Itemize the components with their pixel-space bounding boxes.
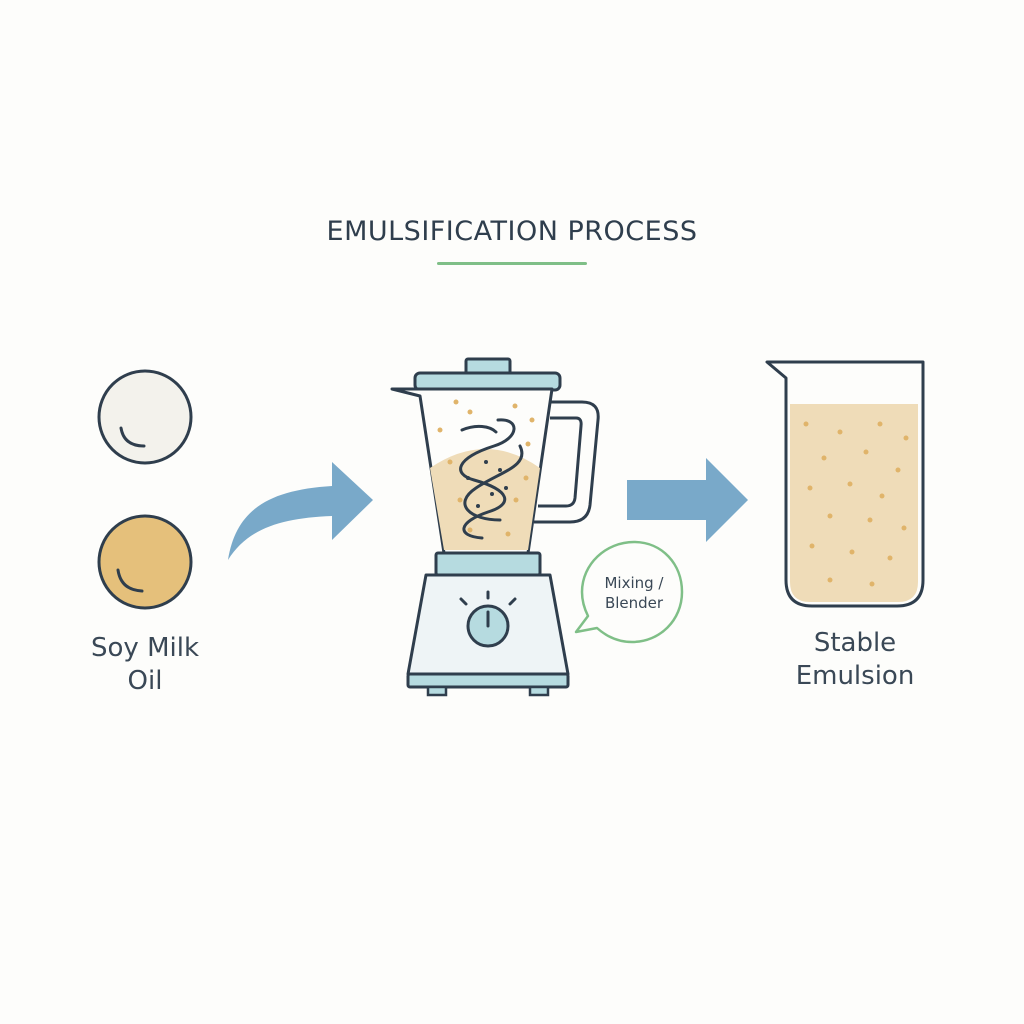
mixer-bubble-text: Mixing / Blender xyxy=(585,573,683,613)
oil-circle-icon xyxy=(97,514,193,610)
oil-label: Oil xyxy=(127,666,163,696)
diagram-title: EMULSIFICATION PROCESS xyxy=(326,216,698,247)
result-label-line1: Stable xyxy=(813,628,897,658)
mixer-bubble-line1: Mixing / xyxy=(604,574,664,592)
speech-bubble-icon xyxy=(574,540,684,644)
straight-arrow-icon xyxy=(627,458,748,542)
blender-icon xyxy=(390,357,600,697)
result-label: Stable Emulsion xyxy=(770,627,940,693)
soy-milk-label: Soy Milk xyxy=(91,633,199,663)
curved-arrow-icon xyxy=(228,462,373,560)
mixer-bubble-line2: Blender xyxy=(604,594,664,612)
ingredients-label: Soy Milk Oil xyxy=(60,632,230,698)
title-underline xyxy=(437,262,587,265)
soy-milk-circle-icon xyxy=(97,369,193,465)
beaker-icon xyxy=(765,360,925,608)
result-label-line2: Emulsion xyxy=(795,661,915,691)
